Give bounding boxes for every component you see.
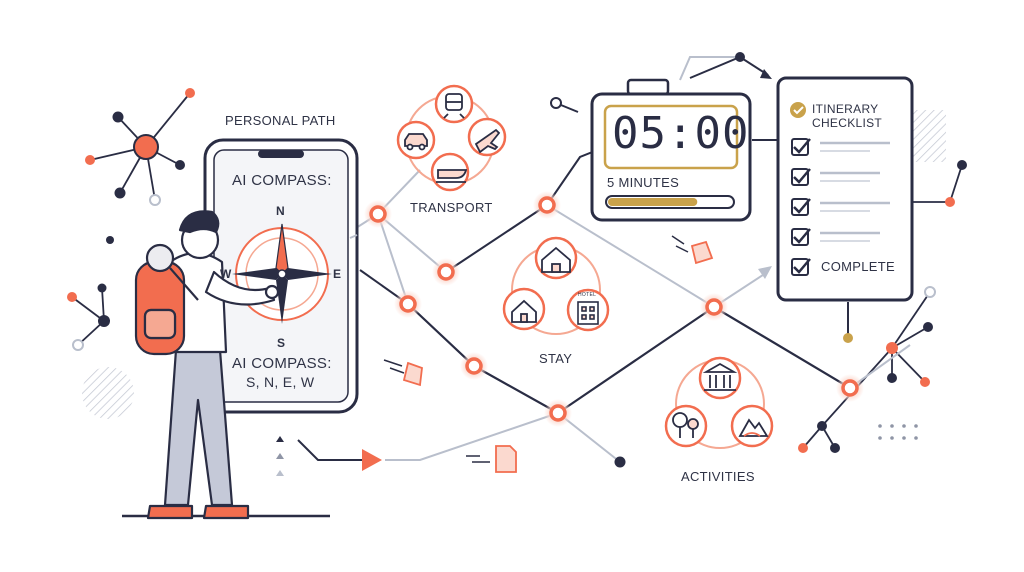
car-icon bbox=[404, 133, 428, 151]
checkbox-icon bbox=[791, 228, 809, 246]
route-arrow-icon bbox=[760, 69, 772, 79]
document-icon bbox=[466, 445, 517, 473]
checklist-title: ITINERARY CHECKLIST bbox=[812, 102, 882, 130]
network-node bbox=[886, 342, 898, 354]
countdown-timer-device bbox=[590, 78, 752, 222]
checkmark-icon bbox=[793, 168, 811, 184]
network-node bbox=[614, 456, 626, 468]
network-node bbox=[830, 443, 840, 453]
compass-north-label: N bbox=[276, 204, 285, 218]
dot-grid-decoration bbox=[878, 424, 918, 440]
cabin-icon bbox=[511, 299, 537, 323]
waypoint-nodes bbox=[364, 191, 864, 427]
checkmark-icon bbox=[793, 258, 811, 274]
transport-label: TRANSPORT bbox=[410, 200, 493, 215]
network-node bbox=[923, 322, 933, 332]
network-node bbox=[114, 187, 126, 199]
network-hub-node bbox=[133, 134, 159, 160]
network-node bbox=[98, 315, 110, 327]
house-icon bbox=[541, 246, 571, 273]
checklist-clipboard bbox=[776, 76, 914, 302]
compass-directions-title: AI COMPASS: bbox=[232, 355, 332, 372]
trees-icon bbox=[672, 412, 699, 438]
network-node bbox=[149, 194, 161, 206]
train-icon bbox=[443, 93, 465, 119]
checkmark-icon bbox=[793, 198, 811, 214]
checkbox-icon bbox=[791, 138, 809, 156]
checkbox-icon bbox=[791, 168, 809, 186]
checkmark-icon bbox=[793, 228, 811, 244]
network-node bbox=[798, 443, 808, 453]
hotel-sign-label: HOTEL bbox=[578, 292, 597, 298]
checklist-title-line2: CHECKLIST bbox=[812, 116, 883, 130]
document-icon bbox=[671, 235, 714, 265]
checkmark-icon bbox=[793, 138, 811, 154]
network-node bbox=[920, 377, 930, 387]
network-node bbox=[843, 333, 853, 343]
checkbox-icon bbox=[791, 198, 809, 216]
compass-title-label: AI COMPASS: bbox=[232, 172, 332, 189]
network-cluster-top-right bbox=[912, 164, 963, 203]
document-icon bbox=[383, 359, 423, 387]
network-node bbox=[735, 52, 745, 62]
network-node bbox=[85, 155, 95, 165]
checklist-items bbox=[791, 138, 890, 276]
hotel-icon bbox=[577, 301, 599, 325]
stay-label: STAY bbox=[539, 351, 573, 366]
route-arrow-icon bbox=[758, 266, 772, 279]
network-node bbox=[175, 160, 185, 170]
network-node bbox=[72, 339, 84, 351]
timer-display: 05:00 bbox=[612, 108, 750, 159]
network-node bbox=[550, 97, 562, 109]
network-node bbox=[945, 197, 955, 207]
museum-icon bbox=[702, 362, 738, 391]
network-node bbox=[67, 292, 77, 302]
network-node bbox=[957, 160, 967, 170]
mountain-icon bbox=[738, 418, 769, 437]
checkbox-icon bbox=[791, 258, 809, 276]
route-arrow-icon bbox=[362, 449, 382, 471]
compass-west-label: W bbox=[220, 267, 232, 281]
compass-south-label: S bbox=[277, 336, 286, 350]
highspeed-train-icon bbox=[436, 169, 468, 183]
hatch-decoration-left bbox=[82, 367, 134, 419]
hiker-figure bbox=[134, 210, 280, 520]
triangle-markers bbox=[276, 436, 284, 476]
network-node bbox=[185, 88, 195, 98]
network-node bbox=[924, 286, 936, 298]
personal-path-label: PERSONAL PATH bbox=[225, 113, 336, 128]
activities-label: ACTIVITIES bbox=[681, 469, 755, 484]
compass-east-label: E bbox=[333, 267, 342, 281]
network-node bbox=[106, 236, 114, 244]
network-node bbox=[97, 283, 107, 293]
network-node bbox=[112, 111, 124, 123]
airplane-icon bbox=[474, 128, 501, 154]
checklist-title-line1: ITINERARY bbox=[812, 102, 879, 116]
timer-progress-fill bbox=[608, 198, 698, 206]
checklist-complete-label: COMPLETE bbox=[821, 259, 895, 274]
network-node bbox=[817, 421, 827, 431]
timer-caption: 5 MINUTES bbox=[607, 175, 680, 190]
network-node bbox=[887, 373, 897, 383]
hatch-decoration-right bbox=[912, 110, 946, 162]
compass-directions-list: S, N, E, W bbox=[246, 374, 315, 390]
